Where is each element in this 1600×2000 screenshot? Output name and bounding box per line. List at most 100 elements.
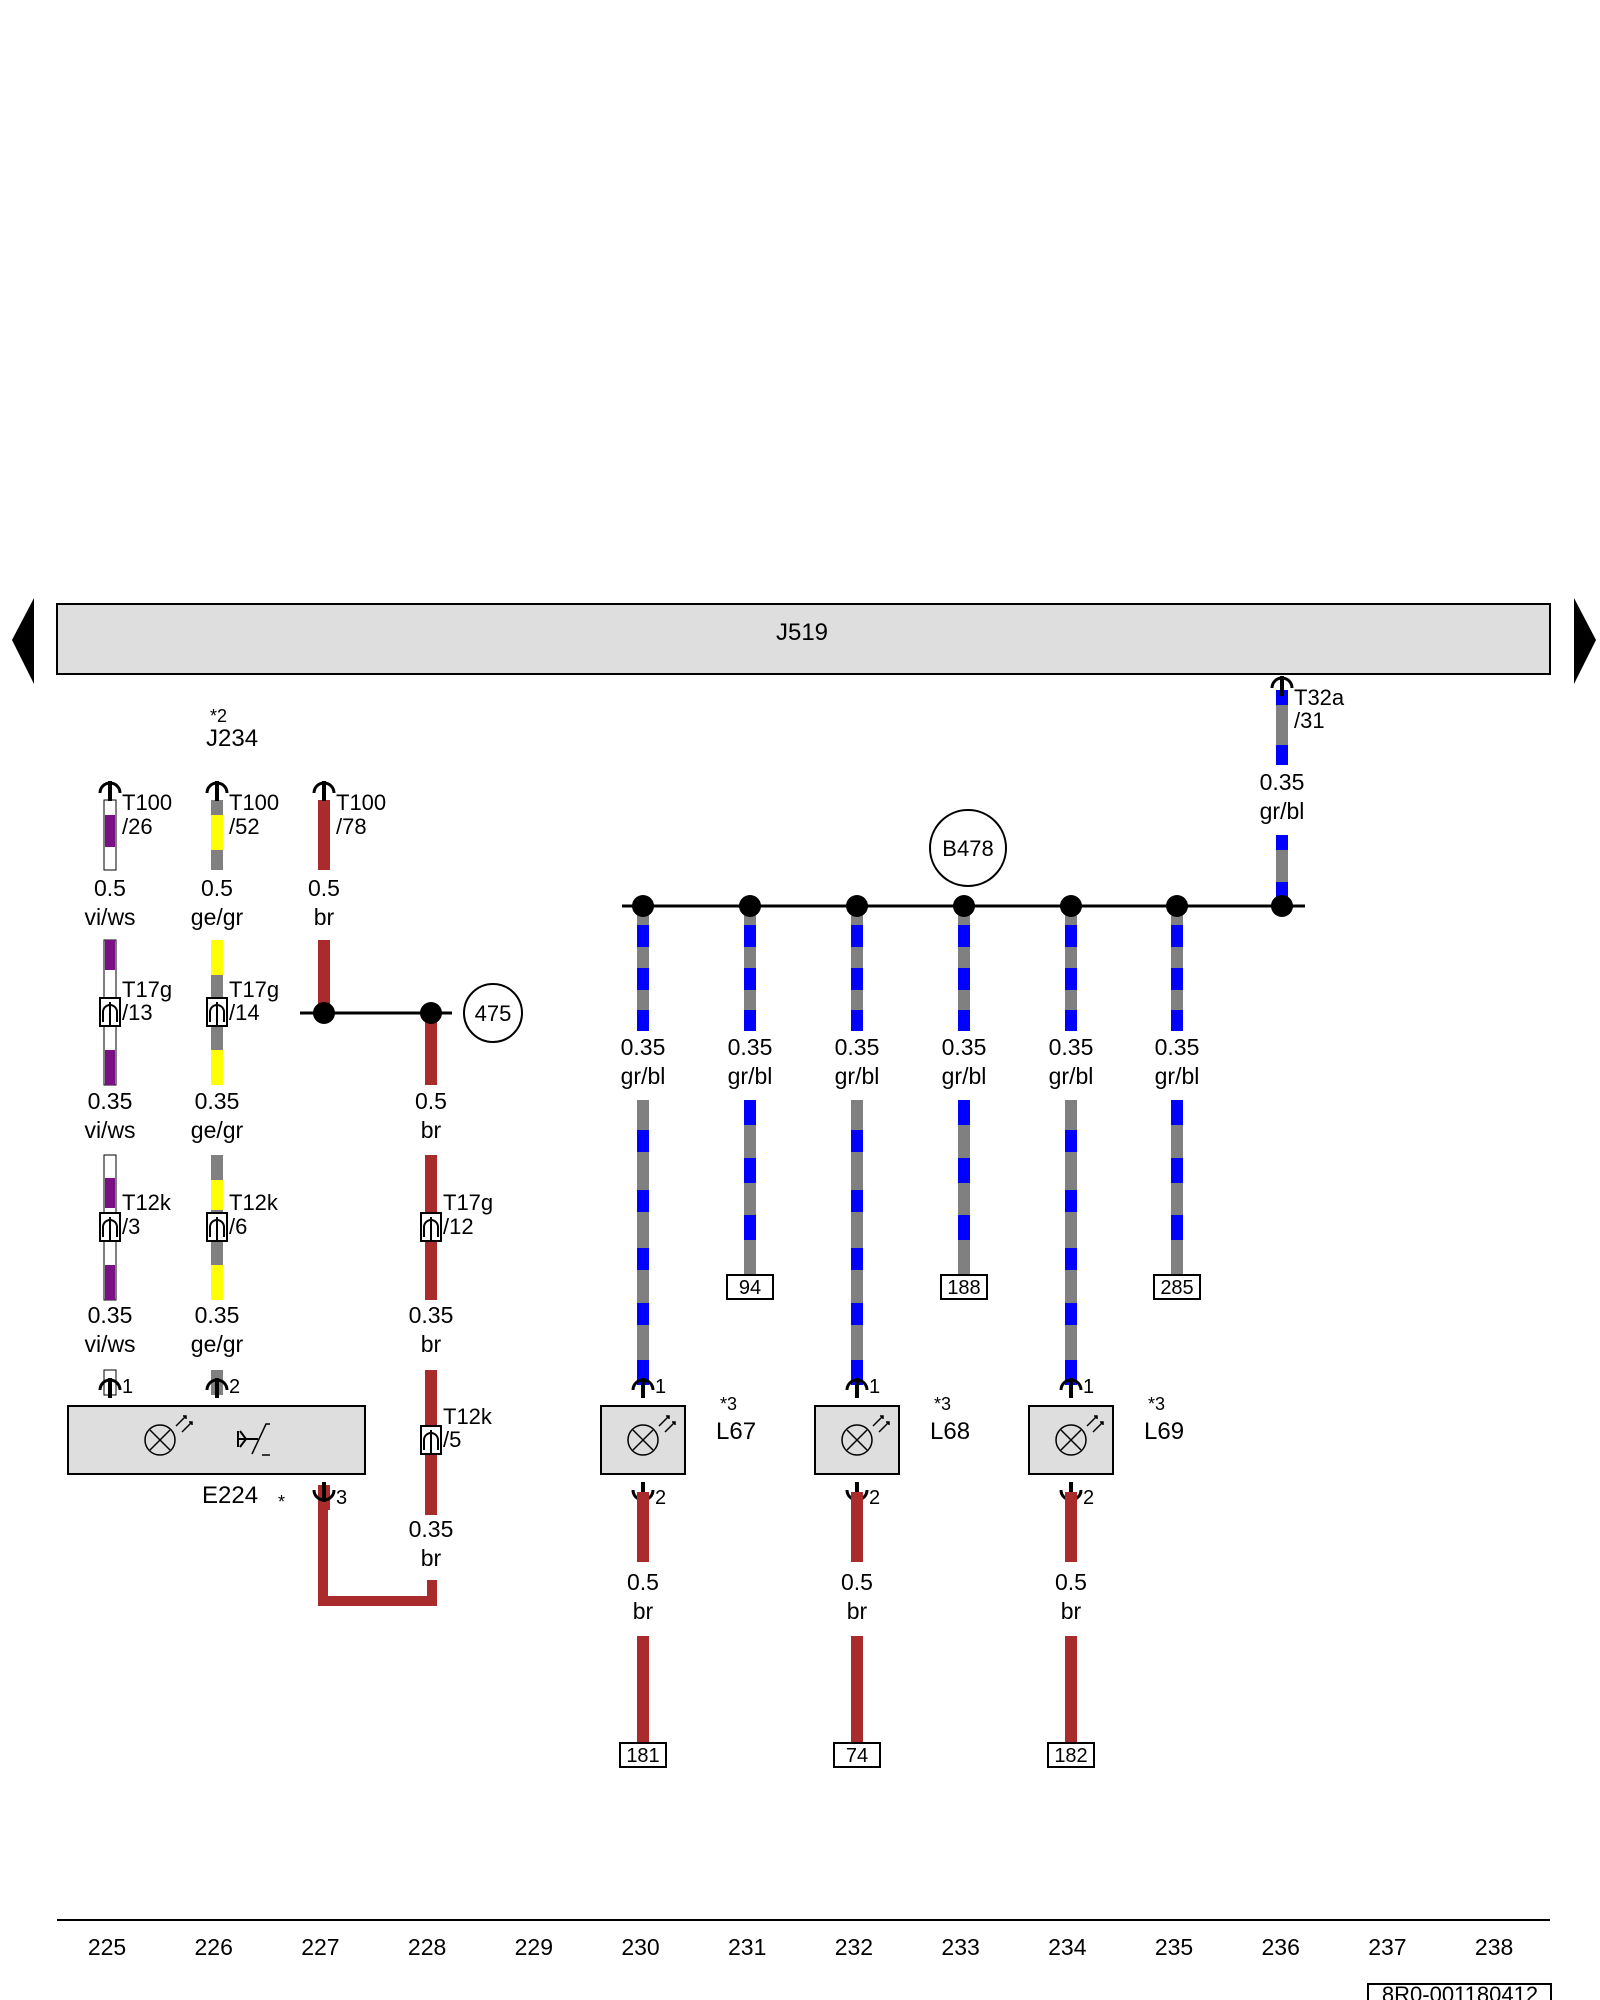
l69-note: *3: [1148, 1394, 1165, 1414]
l68-pin1-label: 1: [869, 1376, 880, 1398]
splice-node: [420, 1002, 442, 1024]
t100-78-connector-icon: [312, 779, 336, 803]
t100-52-connector-icon: [205, 779, 229, 803]
wire-color: br: [421, 1117, 442, 1143]
reference-box[interactable]: [726, 1274, 774, 1300]
splice-node: [632, 895, 654, 917]
reference-number: 94: [739, 1277, 761, 1299]
t100-52-pin: /52: [229, 814, 260, 839]
splice-node: [739, 895, 761, 917]
reference-number: 74: [846, 1745, 868, 1767]
column-number: 235: [1155, 1934, 1193, 1960]
reference-number: 285: [1160, 1277, 1193, 1299]
wire-size: 0.5: [1055, 1569, 1087, 1595]
reference-box[interactable]: [833, 1742, 881, 1768]
t100-78-pin: /78: [336, 814, 367, 839]
j234-label: J234: [206, 725, 258, 752]
column-number: 238: [1475, 1934, 1513, 1960]
l67-pin1-label: 1: [655, 1376, 666, 1398]
lamp-icon: [144, 1415, 193, 1456]
t32a-31-pin: /31: [1294, 708, 1325, 733]
t12k-5-name: T12k: [443, 1404, 493, 1429]
wire-size: 0.35: [1260, 769, 1305, 795]
wire-size: 0.35: [409, 1302, 454, 1328]
l69-lamp-component: [1028, 1376, 1114, 1504]
t12k-6-name: T12k: [229, 1190, 279, 1215]
wire-size: 0.35: [942, 1034, 987, 1060]
reference-box[interactable]: [1047, 1742, 1095, 1768]
lamp-ground-wires: [637, 1492, 1077, 1743]
column-number: 233: [941, 1934, 979, 1960]
wire-color: gr/bl: [1049, 1063, 1094, 1089]
splice-node: [313, 1002, 335, 1024]
wire-size: 0.35: [728, 1034, 773, 1060]
t32a-31-name: T32a: [1294, 685, 1345, 710]
wire-color: ge/gr: [191, 1117, 244, 1143]
wire-vi-ws-group: [103, 799, 117, 1396]
wire-size: 0.35: [88, 1088, 133, 1114]
wire-size: 0.5: [94, 875, 126, 901]
wire-color: ge/gr: [191, 1331, 244, 1357]
reference-box[interactable]: [1153, 1274, 1201, 1300]
column-number: 231: [728, 1934, 766, 1960]
column-number: 237: [1368, 1934, 1406, 1960]
t32a-31-connector-icon: [1270, 674, 1294, 698]
l68-pin2-label: 2: [869, 1487, 880, 1509]
t12k-5-pin: /5: [443, 1427, 461, 1452]
wire-size: 0.35: [195, 1302, 240, 1328]
wire-size: 0.5: [201, 875, 233, 901]
splice-node: [846, 895, 868, 917]
t100-26-pin: /26: [122, 814, 153, 839]
reference-box[interactable]: [940, 1274, 988, 1300]
wire-color: gr/bl: [835, 1063, 880, 1089]
e224-pin1-connector-icon: [98, 1376, 122, 1400]
column-number: 226: [195, 1934, 233, 1960]
wire-size: 0.35: [621, 1034, 666, 1060]
t12k-3-pin: /3: [122, 1214, 140, 1239]
column-number: 230: [621, 1934, 659, 1960]
wire-color: br: [421, 1331, 442, 1357]
e224-pin2-connector-icon: [205, 1376, 229, 1400]
wire-size: 0.5: [627, 1569, 659, 1595]
l69-label: L69: [1144, 1418, 1184, 1445]
t100-26-connector-icon: [98, 779, 122, 803]
wire-color: vi/ws: [84, 1331, 135, 1357]
wire-size: 0.35: [835, 1034, 880, 1060]
e224-pin1-label: 1: [122, 1376, 133, 1398]
e224-component: [67, 1405, 366, 1475]
reference-box[interactable]: [619, 1742, 667, 1768]
splice-475-label: 475: [475, 1001, 512, 1026]
next-page-arrow-icon[interactable]: [1574, 598, 1596, 684]
e224-pin2-label: 2: [229, 1376, 240, 1398]
l69-pin1-label: 1: [1083, 1376, 1094, 1398]
previous-page-arrow-icon[interactable]: [12, 598, 34, 684]
l67-pin2-label: 2: [655, 1487, 666, 1509]
t17g-12-name: T17g: [443, 1190, 493, 1215]
wire-color: gr/bl: [1155, 1063, 1200, 1089]
wire-size: 0.35: [1049, 1034, 1094, 1060]
splice-node: [953, 895, 975, 917]
wire-color: br: [633, 1598, 654, 1624]
l69-pin2-label: 2: [1083, 1487, 1094, 1509]
wire-size: 0.5: [308, 875, 340, 901]
t17g-14-name: T17g: [229, 977, 279, 1002]
wire-color: vi/ws: [84, 904, 135, 930]
reference-number: 182: [1054, 1745, 1087, 1767]
column-number: 234: [1048, 1934, 1087, 1960]
b478-label: B478: [942, 836, 993, 861]
wire-color: br: [314, 904, 335, 930]
t100-78-name: T100: [336, 790, 386, 815]
wire-color: br: [847, 1598, 868, 1624]
t100-26-name: T100: [122, 790, 172, 815]
l68-note: *3: [934, 1394, 951, 1414]
document-id-box: [1367, 1983, 1552, 2000]
wire-color: gr/bl: [728, 1063, 773, 1089]
t17g-13-name: T17g: [122, 977, 172, 1002]
splice-node: [1271, 895, 1293, 917]
t17g-14-pin: /14: [229, 1000, 260, 1025]
l68-lamp-component: [814, 1376, 900, 1504]
wire-size: 0.35: [195, 1088, 240, 1114]
t17g-12-pin: /12: [443, 1214, 474, 1239]
wire-gr-bl-t32-group: [1276, 690, 1288, 907]
